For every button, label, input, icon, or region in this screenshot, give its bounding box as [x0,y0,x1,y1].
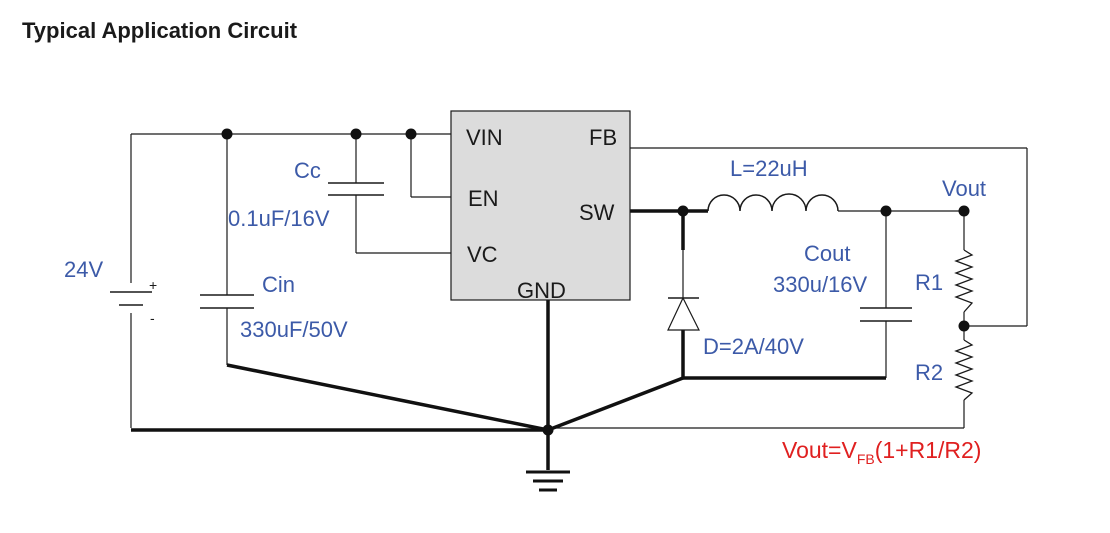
cin-label: Cin [262,272,295,297]
cout-value: 330u/16V [773,272,868,297]
pin-sw: SW [579,200,615,225]
r1-resistor-icon [954,249,974,313]
r2-resistor-icon [954,339,974,401]
cc-label: Cc [294,158,321,183]
cout-label: Cout [804,241,850,266]
cc-capacitor-icon [328,182,384,196]
ground-icon [526,470,570,492]
pin-en: EN [468,186,499,211]
ic-chip [450,110,631,301]
junction-dots [221,128,970,436]
cin-value: 330uF/50V [240,317,348,342]
source-voltage-label: 24V [64,257,103,282]
battery-icon [108,283,156,313]
battery-minus: - [150,310,155,326]
r1-label: R1 [915,270,943,295]
page-title: Typical Application Circuit [22,18,298,43]
vout-label: Vout [942,176,986,201]
pin-gnd: GND [517,278,566,303]
r2-label: R2 [915,360,943,385]
inductor-icon [707,193,839,212]
pin-vc: VC [467,242,498,267]
power-wires [131,209,886,470]
diode-icon [667,296,700,331]
formula-suffix: (1+R1/R2) [875,437,982,463]
cout-capacitor-icon [860,307,912,322]
inductor-label: L=22uH [730,156,808,181]
pin-fb: FB [589,125,617,150]
battery-plus: + [149,277,157,293]
thin-wires [130,133,1028,429]
formula-prefix: Vout=V [782,437,857,463]
pin-vin: VIN [466,125,503,150]
cin-capacitor-icon [200,294,254,309]
vout-formula: Vout=VFB(1+R1/R2) [782,437,981,467]
diode-label: D=2A/40V [703,334,804,359]
cc-value: 0.1uF/16V [228,206,330,231]
formula-subscript: FB [857,451,875,467]
